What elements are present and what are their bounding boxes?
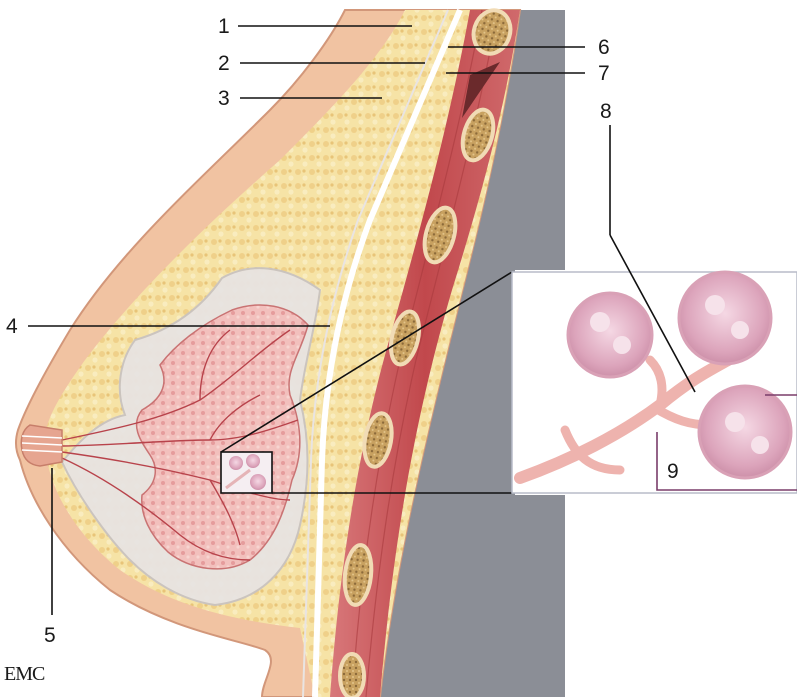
label-8: 8 xyxy=(600,100,612,123)
label-5: 5 xyxy=(44,624,56,647)
emc-logo: EMC xyxy=(4,663,45,685)
nipple xyxy=(21,425,62,466)
label-6: 6 xyxy=(598,36,610,59)
label-3: 3 xyxy=(218,87,230,110)
label-4: 4 xyxy=(6,315,18,338)
label-2: 2 xyxy=(218,52,230,75)
label-9: 9 xyxy=(667,460,679,483)
label-7: 7 xyxy=(598,62,610,85)
label-1: 1 xyxy=(218,15,230,38)
